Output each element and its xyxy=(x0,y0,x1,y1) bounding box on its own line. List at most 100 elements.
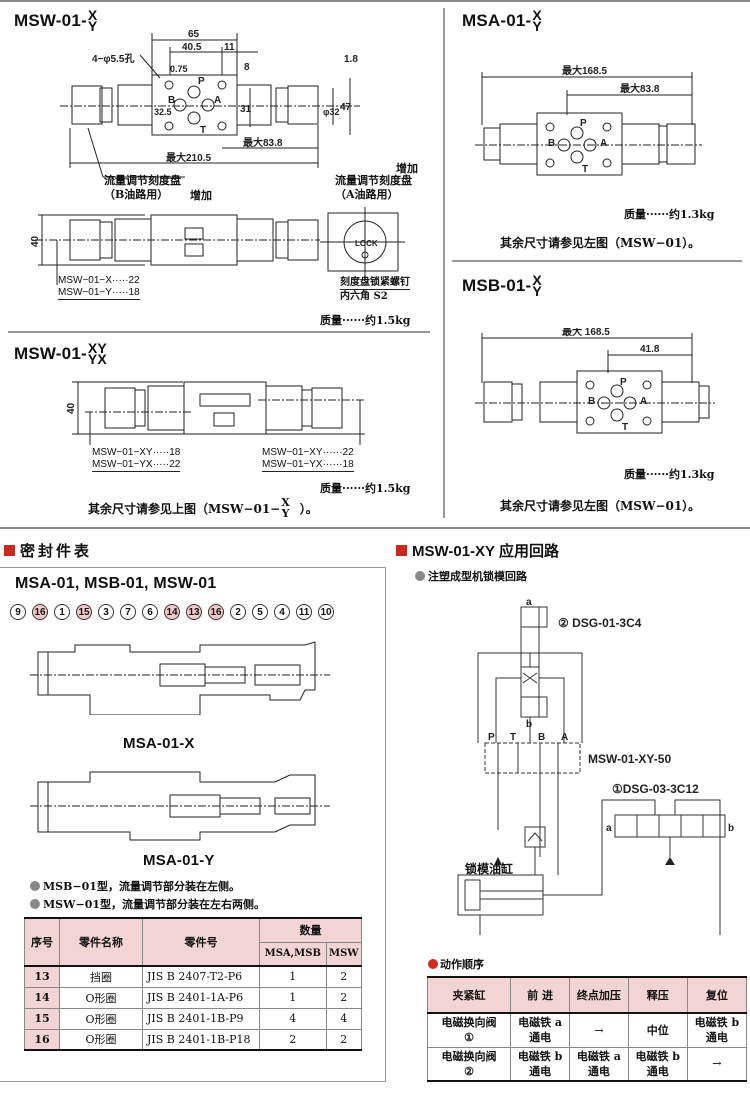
cell-no: 14 xyxy=(24,986,60,1009)
dim-40: 40 xyxy=(30,235,41,247)
lock-text: LOCK xyxy=(355,239,378,248)
bullet-icon xyxy=(428,959,438,969)
msb01-drawing: 最大 168.5 41.8 P B A T xyxy=(475,328,715,434)
pump-icon xyxy=(494,857,502,865)
msb01-port-a: A xyxy=(640,396,647,407)
msb01-dim-max-168-5: 最大 168.5 xyxy=(562,328,610,338)
msb01-note: 其余尺寸请参见左图（MSW−01）。 xyxy=(500,499,701,513)
cell-ab: 1 xyxy=(259,965,327,988)
callout-16: 16 xyxy=(32,604,48,620)
increase-label-b: 增加 xyxy=(190,189,212,202)
dim-40-5: 40.5 xyxy=(182,42,202,53)
bullet-icon xyxy=(30,881,40,891)
red-square-icon xyxy=(4,545,15,556)
cell-ab: 1 xyxy=(259,986,327,1009)
cell-part: JIS B 2401-1A-P6 xyxy=(142,986,260,1009)
callout-4: 4 xyxy=(274,604,290,620)
seq-row1-press-arrow: → xyxy=(569,1012,629,1048)
msw01-variants: MSW−01−X·····22 MSW−01−Y·····18 xyxy=(58,275,140,300)
msb01-mass: 质量······约1.3kg xyxy=(624,468,715,481)
cell-no: 15 xyxy=(24,1007,60,1030)
header-no: 序号 xyxy=(24,917,60,967)
callout-3: 3 xyxy=(98,604,114,620)
msa01-note: 其余尺寸请参见左图（MSW−01）。 xyxy=(500,236,701,250)
flow-valve-label: MSW-01-XY-50 xyxy=(588,752,671,766)
msw01xy-mass: 质量······约1.5kg xyxy=(320,482,411,495)
seq-row2-reset-arrow: → xyxy=(686,1046,748,1082)
seq-header: 夹紧缸 xyxy=(427,976,511,1014)
circuit-subtitle: 注塑成型机锁模回路 xyxy=(415,568,527,584)
dim-11: 11 xyxy=(224,42,235,53)
dim-max-83-8: 最大83.8 xyxy=(243,136,283,149)
valve2-sol-b: b xyxy=(526,719,532,730)
pump-icon xyxy=(665,857,675,865)
sequence-title: 动作顺序 xyxy=(428,956,484,972)
msa01y-label: MSA-01-Y xyxy=(143,852,215,869)
valve1-label: ①DSG-03-3C12 xyxy=(612,782,699,796)
header-qty-ab: MSA,MSB xyxy=(259,941,327,967)
dim-65: 65 xyxy=(188,29,200,40)
dim-0-75: 0.75 xyxy=(170,64,188,74)
cell-w: 2 xyxy=(325,1028,363,1051)
msb01-port-t: T xyxy=(622,422,628,433)
header-qty-w: MSW xyxy=(325,941,363,967)
callout-7: 7 xyxy=(120,604,136,620)
cell-ab: 4 xyxy=(259,1007,327,1030)
divider-right-1 xyxy=(452,260,742,262)
dim-1-8: 1.8 xyxy=(344,54,358,65)
valve1-sol-b: b xyxy=(728,823,734,834)
callout-15: 15 xyxy=(76,604,92,620)
dim-8: 8 xyxy=(244,62,250,73)
callout-1: 1 xyxy=(54,604,70,620)
valve1-sol-a: a xyxy=(606,823,612,834)
top-border xyxy=(0,0,750,2)
callout-5: 5 xyxy=(252,604,268,620)
circuit-port-a: A xyxy=(561,732,568,743)
cell-no: 13 xyxy=(24,965,60,988)
msw01xy-right-variants: MSW−01−XY······22 MSW−01−YX······18 xyxy=(262,447,354,472)
cell-w: 2 xyxy=(325,965,363,988)
msa01x-section-drawing xyxy=(30,641,330,715)
lock-screw-label: 刻度盘锁紧螺钉 内六角 S2 xyxy=(340,277,410,302)
msw01xy-drawing: 40 xyxy=(66,381,366,445)
increase-label-a: 增加 xyxy=(396,162,418,175)
seq-header: 终点加压 xyxy=(569,976,629,1014)
msa01-dim-max-83-8: 最大83.8 xyxy=(620,82,660,95)
msw01xy-dim-40: 40 xyxy=(66,402,77,414)
callout-10: 10 xyxy=(318,604,334,620)
bullet-icon xyxy=(415,571,425,581)
msa01-dim-max-168-5: 最大168.5 xyxy=(562,64,607,77)
seals-section-title: 密封件表 xyxy=(4,540,92,561)
cell-w: 4 xyxy=(325,1007,363,1030)
cell-name: O形圈 xyxy=(59,1028,143,1051)
port-p: P xyxy=(198,76,205,87)
port-a: A xyxy=(214,95,221,106)
msa01-port-a: A xyxy=(600,138,607,149)
header-qty: 数量 xyxy=(259,917,362,943)
seq-header: 前 进 xyxy=(509,976,571,1014)
msw01-top-view-drawing: 65 40.5 11 8 1.8 0.75 32.5 31 φ32 47 最大8… xyxy=(60,29,360,178)
msw01xy-left-variants: MSW−01−XY·····18 MSW−01−YX·····22 xyxy=(92,447,181,472)
cell-part: JIS B 2401-1B-P9 xyxy=(142,1007,260,1030)
divider-left-1 xyxy=(8,331,430,333)
divider-middle xyxy=(0,527,750,529)
cell-part: JIS B 2407-T2-P6 xyxy=(142,965,260,988)
cell-w: 2 xyxy=(325,986,363,1009)
msw01-side-view-drawing: LOCK 40 xyxy=(30,207,405,285)
cell-name: O形圈 xyxy=(59,1007,143,1030)
seals-panel xyxy=(0,567,386,1082)
callout-16: 16 xyxy=(208,604,224,620)
dim-holes: 4−φ5.5孔 xyxy=(92,52,134,65)
header-part: 零件号 xyxy=(142,917,260,967)
